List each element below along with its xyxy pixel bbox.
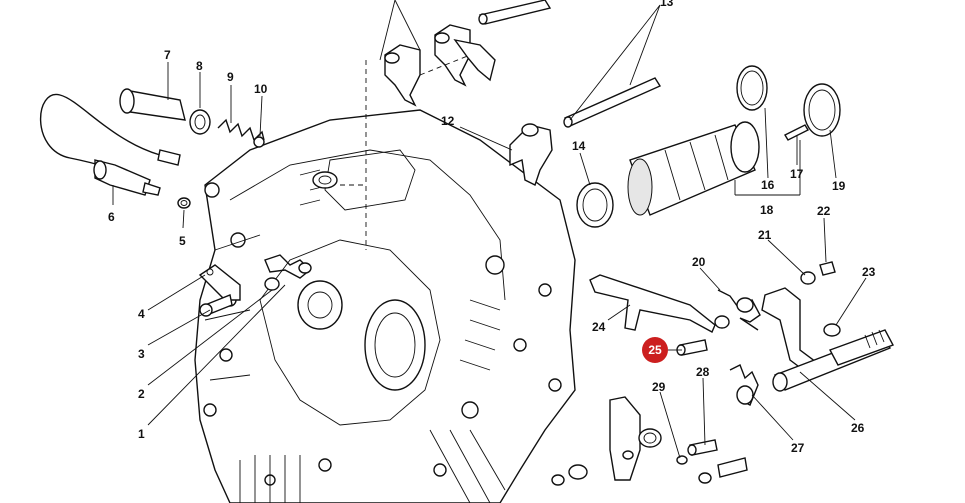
label-4: 4 [138, 307, 145, 321]
label-14: 14 [572, 139, 586, 153]
label-23: 23 [862, 265, 876, 279]
label-19: 19 [832, 179, 846, 193]
label-1: 1 [138, 427, 145, 441]
label-13: 13 [660, 0, 674, 9]
label-28: 28 [696, 365, 710, 379]
leader-lines [112, 0, 867, 459]
label-8: 8 [196, 59, 203, 73]
shift-forks [384, 0, 662, 186]
label-29: 29 [652, 380, 666, 394]
crankcase-drawing [194, 109, 576, 503]
left-small-parts [198, 254, 312, 317]
part-labels: 1 2 3 4 5 6 7 8 9 10 12 13 14 16 17 18 1… [108, 0, 876, 455]
sensor-assembly [39, 88, 265, 209]
label-5: 5 [179, 234, 186, 248]
label-20: 20 [692, 255, 706, 269]
label-17: 17 [790, 167, 804, 181]
label-16: 16 [761, 178, 775, 192]
label-21: 21 [758, 228, 772, 242]
highlighted-part-marker[interactable]: 25 [642, 337, 668, 363]
label-2: 2 [138, 387, 145, 401]
shift-mechanism [551, 261, 894, 486]
label-12: 12 [441, 114, 455, 128]
label-25[interactable]: 25 [648, 343, 662, 357]
label-3: 3 [138, 347, 145, 361]
label-6: 6 [108, 210, 115, 224]
highlight-circle[interactable] [642, 337, 668, 363]
label-27: 27 [791, 441, 805, 455]
label-22: 22 [817, 204, 831, 218]
label-7: 7 [164, 48, 171, 62]
label-9: 9 [227, 70, 234, 84]
label-26: 26 [851, 421, 865, 435]
label-24: 24 [592, 320, 606, 334]
label-10: 10 [254, 82, 268, 96]
selector-drum [576, 65, 841, 228]
label-18: 18 [760, 203, 774, 217]
